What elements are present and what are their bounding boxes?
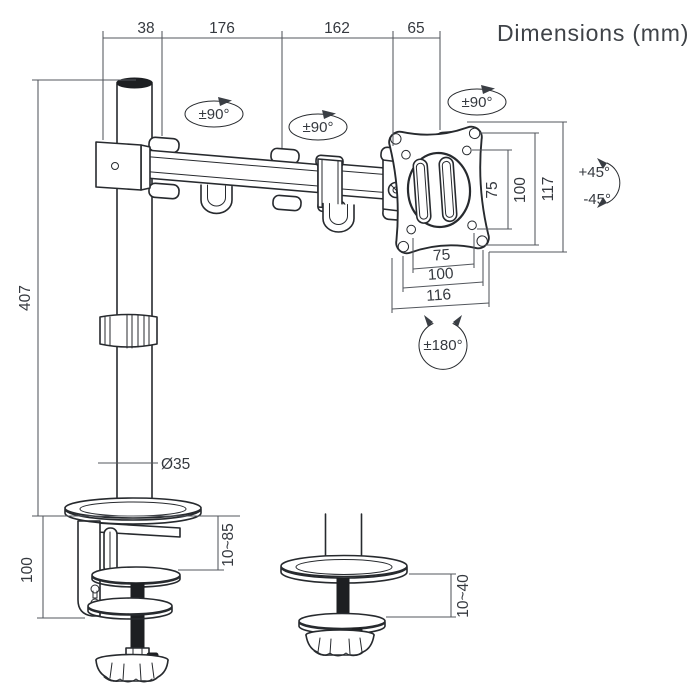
- dim-vesa-right-75: 75: [484, 181, 501, 198]
- rotation-tilt: +45° -45°: [579, 158, 621, 208]
- rotation-joint2-label: ±90°: [303, 119, 334, 136]
- dim-vesa-right-100: 100: [512, 177, 529, 203]
- clamp-screw-rod: [130, 582, 145, 650]
- dim-vesa-bottom-100: 100: [427, 265, 454, 284]
- rotation-joint1-label: ±90°: [199, 106, 230, 123]
- cable-hook-2: [322, 202, 355, 233]
- vesa-inner-hole: [401, 149, 411, 160]
- vesa-plate: [388, 125, 490, 255]
- pole-collar: [99, 313, 158, 349]
- clamp-knob: [95, 653, 169, 683]
- grommet-base: [280, 513, 408, 657]
- dim-pole-diameter-label: Ø35: [161, 456, 190, 473]
- dim-clamp-range-label: 10~85: [220, 523, 237, 567]
- vesa-corner-hole: [476, 235, 488, 247]
- vesa-hub-circle: [406, 151, 472, 229]
- clamp-keyhole: [90, 584, 100, 594]
- clamp-upper-pad: [91, 566, 181, 584]
- dim-pole-height-label: 407: [17, 285, 34, 311]
- rotation-vesa-swivel-label: ±90°: [462, 94, 493, 111]
- vesa-slot: [438, 156, 458, 223]
- rotation-vesa-swivel: ±90°: [447, 85, 507, 116]
- rotation-tilt-down-label: -45°: [583, 191, 611, 208]
- dim-vesa-bottom-75: 75: [432, 246, 450, 264]
- dim-vesa-bottom-116: 116: [426, 286, 452, 305]
- grommet-screw-rod: [336, 577, 350, 619]
- dim-grommet-range: 10~40: [386, 573, 472, 618]
- dim-base-height-label: 100: [19, 557, 36, 583]
- arm-joint-caps: [148, 136, 414, 222]
- dim-top-chain: 38 176 162 65: [102, 20, 441, 148]
- grommet-knob: [305, 629, 375, 657]
- dim-pole-height: 407: [17, 79, 240, 517]
- dim-pole-diameter: Ø35: [98, 456, 190, 473]
- dim-top-176: 176: [209, 20, 235, 37]
- grommet-top-disc: [280, 554, 408, 578]
- pole: [116, 77, 153, 505]
- clamp-screw-hole: [111, 162, 119, 170]
- vesa-corner-hole: [397, 240, 410, 253]
- dim-top-162: 162: [324, 20, 350, 37]
- dim-clamp-range: 10~85: [178, 516, 237, 571]
- rotation-joint2: ±90°: [288, 110, 348, 141]
- vesa-corner-hole: [390, 133, 402, 145]
- base-plate: [64, 497, 202, 519]
- pole-clamp-plate: [95, 141, 151, 191]
- grommet-lower-disc: [298, 612, 386, 630]
- dim-base-height: 100: [19, 516, 85, 619]
- vesa-inner-hole: [406, 224, 416, 235]
- dim-vesa-right-117: 117: [540, 177, 557, 202]
- c-clamp-base: [64, 497, 202, 683]
- page-title: Dimensions (mm): [497, 20, 689, 46]
- dim-top-65: 65: [407, 20, 424, 37]
- dim-vesa-bottom: 75 100 116: [391, 233, 490, 313]
- vesa-inner-hole: [467, 220, 477, 231]
- cable-hook-1: [200, 184, 233, 215]
- dim-grommet-range-label: 10~40: [455, 574, 472, 618]
- dim-vesa-right: 75 100 117: [467, 121, 567, 253]
- rotation-joint1: ±90°: [184, 97, 244, 128]
- vesa-slot: [412, 158, 432, 224]
- vesa-inner-hole: [462, 145, 472, 156]
- clamp-lower-arm: [87, 597, 173, 615]
- rotation-vesa-rotate: ±180°: [418, 315, 468, 370]
- rotation-vesa-rotate-label: ±180°: [423, 337, 462, 354]
- dim-top-38: 38: [137, 20, 154, 37]
- rotation-tilt-up-label: +45°: [579, 164, 610, 181]
